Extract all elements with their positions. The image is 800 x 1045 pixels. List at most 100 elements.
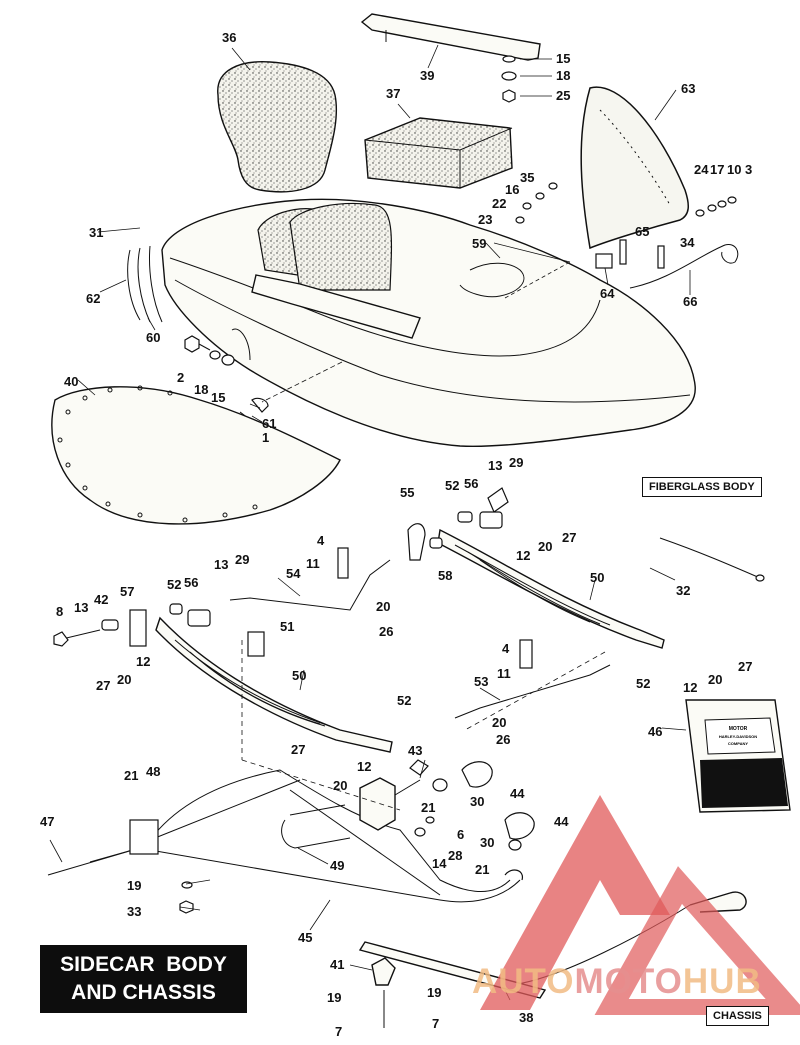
callout-20-f: 20 — [333, 778, 347, 793]
callout-20: 20 — [538, 539, 552, 554]
oil-can-logo-line2: HARLEY-DAVIDSON — [719, 734, 757, 739]
callout-38: 38 — [519, 1010, 533, 1025]
chassis-small-hardware — [179, 816, 435, 1028]
callout-2: 2 — [177, 370, 184, 385]
callout-26: 26 — [379, 624, 393, 639]
callout-13-c: 13 — [74, 600, 88, 615]
callout-27-b: 27 — [96, 678, 110, 693]
callout-48: 48 — [146, 764, 160, 779]
callout-16: 16 — [505, 182, 519, 197]
leader-lines — [49, 44, 691, 1001]
callout-27-d: 27 — [291, 742, 305, 757]
callout-21-c: 21 — [475, 862, 489, 877]
callout-21-b: 21 — [421, 800, 435, 815]
callout-54: 54 — [286, 566, 301, 581]
callout-47: 47 — [40, 814, 54, 829]
callout-17: 17 — [710, 162, 724, 177]
callout-19-b: 19 — [327, 990, 341, 1005]
oil-can-logo-line1: MOTOR — [729, 726, 748, 732]
callout-56: 56 — [464, 476, 478, 491]
callout-29: 29 — [509, 455, 523, 470]
callout-60: 60 — [146, 330, 160, 345]
callout-55: 55 — [400, 485, 414, 500]
watermark-part3: HUB — [682, 962, 762, 1001]
suspension-block — [359, 759, 429, 831]
callout-7-b: 7 — [432, 1016, 439, 1031]
callout-42: 42 — [94, 592, 108, 607]
body-trim-strips — [127, 245, 163, 323]
callout-24: 24 — [694, 162, 709, 177]
title-line-1: SIDECAR BODY — [60, 953, 227, 976]
callout-44-b: 44 — [554, 814, 569, 829]
callout-64: 64 — [600, 286, 615, 301]
oil-can: MOTOR HARLEY-DAVIDSON COMPANY — [685, 699, 791, 813]
seat-bottom-cushion — [364, 117, 513, 189]
callout-37: 37 — [386, 86, 400, 101]
spring-hanger-rear — [454, 639, 611, 719]
fiberglass-body-shell — [161, 198, 696, 447]
floor-pan — [51, 385, 341, 525]
callout-15-lower: 15 — [211, 390, 225, 405]
fiberglass-body-label: FIBERGLASS BODY — [642, 477, 762, 497]
grab-rail — [360, 13, 541, 61]
callout-7: 7 — [335, 1024, 342, 1039]
watermark-part2: MOTO — [574, 962, 683, 1001]
callout-20-d: 20 — [708, 672, 722, 687]
callout-44: 44 — [510, 786, 525, 801]
seat-back-cushion — [217, 61, 338, 193]
callout-43: 43 — [408, 743, 422, 758]
leaf-spring-right — [437, 528, 665, 649]
callout-61: 61 — [262, 416, 276, 431]
callout-34: 34 — [680, 235, 695, 250]
chassis-label: CHASSIS — [706, 1006, 769, 1026]
callout-27: 27 — [562, 530, 576, 545]
callout-4-b: 4 — [502, 641, 510, 656]
callout-52-d: 52 — [397, 693, 411, 708]
callout-20-b: 20 — [376, 599, 390, 614]
callout-23: 23 — [478, 212, 492, 227]
callout-11: 11 — [306, 556, 320, 571]
callout-41: 41 — [330, 957, 344, 972]
watermark-text: AUTOMOTOHUB — [472, 962, 762, 1002]
callout-46: 46 — [648, 724, 662, 739]
callout-28: 28 — [448, 848, 462, 863]
callout-39: 39 — [420, 68, 434, 83]
shackle-bracket-top — [407, 487, 509, 561]
callout-1: 1 — [262, 430, 269, 445]
callout-49: 49 — [330, 858, 344, 873]
callout-18: 18 — [556, 68, 570, 83]
callout-19: 19 — [127, 878, 141, 893]
spring-hanger-front — [229, 547, 391, 657]
diagram-title: SIDECAR BODY AND CHASSIS — [40, 945, 247, 1013]
callout-45: 45 — [298, 930, 312, 945]
callout-labels: 36 39 15 18 25 37 63 24 17 10 3 35 16 22… — [40, 30, 752, 1039]
callout-12-c: 12 — [683, 680, 697, 695]
callout-32: 32 — [676, 583, 690, 598]
callout-21: 21 — [124, 768, 138, 783]
shackle-bracket-left — [53, 603, 211, 647]
callout-26-b: 26 — [496, 732, 510, 747]
callout-62: 62 — [86, 291, 100, 306]
callout-3: 3 — [745, 162, 752, 177]
callout-19-c: 19 — [427, 985, 441, 1000]
callout-30: 30 — [470, 794, 484, 809]
u-bolt — [281, 804, 351, 849]
callout-12-d: 12 — [357, 759, 371, 774]
callout-12: 12 — [516, 548, 530, 563]
body-mount-hardware — [184, 335, 269, 419]
radius-rod — [659, 537, 765, 582]
callout-51: 51 — [280, 619, 294, 634]
callout-11-b: 11 — [497, 666, 511, 681]
callout-20-e: 20 — [492, 715, 506, 730]
callout-36: 36 — [222, 30, 236, 45]
callout-4: 4 — [317, 533, 325, 548]
callout-20-c: 20 — [117, 672, 131, 687]
callout-58: 58 — [438, 568, 452, 583]
callout-18-lower: 18 — [194, 382, 208, 397]
callout-52: 52 — [445, 478, 459, 493]
callout-59: 59 — [472, 236, 486, 251]
callout-57: 57 — [120, 584, 134, 599]
callout-35: 35 — [520, 170, 534, 185]
rail-hardware-stack — [501, 55, 517, 103]
